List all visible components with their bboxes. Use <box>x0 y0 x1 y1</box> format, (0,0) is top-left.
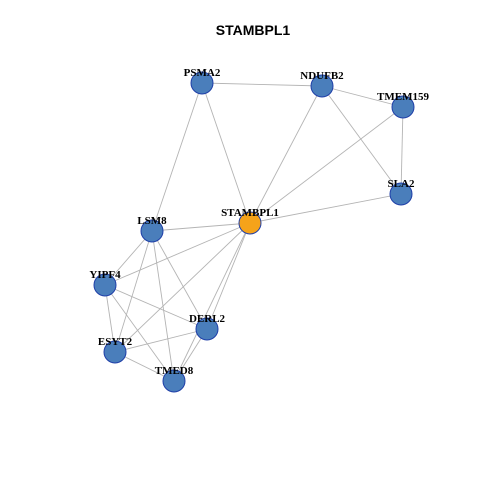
node-label-stambpl1: STAMBPL1 <box>221 207 279 219</box>
edge-yipf4-tmed8 <box>104 284 175 382</box>
node-psma2[interactable] <box>190 71 214 95</box>
node-derl2[interactable] <box>195 317 219 341</box>
node-ndufb2[interactable] <box>310 74 334 98</box>
edge-lsm8-yipf4 <box>104 230 153 286</box>
edge-stambpl1-derl2 <box>206 222 251 330</box>
edge-stambpl1-yipf4 <box>104 222 251 286</box>
edge-tmem159-sla2 <box>400 106 404 195</box>
node-label-sla2: SLA2 <box>388 178 415 190</box>
node-label-tmed8: TMED8 <box>155 365 194 377</box>
node-label-psma2: PSMA2 <box>184 67 221 79</box>
node-lsm8[interactable] <box>140 219 164 243</box>
node-yipf4[interactable] <box>93 273 117 297</box>
node-sla2[interactable] <box>389 182 413 206</box>
edge-lsm8-stambpl1 <box>151 222 251 232</box>
node-tmed8[interactable] <box>162 369 186 393</box>
labels-layer: STAMBPL1 PSMA2 NDUFB2TMEM159SLA2LSM8YIPF4D… <box>89 67 429 377</box>
node-label-esyt2: ESYT2 <box>98 336 133 348</box>
edge-stambpl1-tmed8 <box>173 222 251 382</box>
edge-ndufb2-tmem159 <box>321 85 404 108</box>
node-label-tmem159: TMEM159 <box>377 91 429 103</box>
node-label-ndufb2: NDUFB2 <box>300 70 344 82</box>
edge-psma2-lsm8 <box>151 82 203 232</box>
edge-ndufb2-stambpl1 <box>249 85 323 224</box>
node-label-lsm8: LSM8 <box>137 215 167 227</box>
edge-derl2-esyt2 <box>114 328 208 353</box>
edge-yipf4-derl2 <box>104 284 208 330</box>
node-tmem159[interactable] <box>391 95 415 119</box>
diagram-title: STAMBPL1 <box>216 22 291 38</box>
edge-lsm8-derl2 <box>151 230 208 330</box>
node-label-derl2: DERL2 <box>189 313 226 325</box>
nodes-layer <box>93 71 415 393</box>
node-esyt2[interactable] <box>103 340 127 364</box>
edge-sla2-stambpl1 <box>249 193 402 224</box>
edge-tmem159-stambpl1 <box>249 106 404 224</box>
node-stambpl1[interactable] <box>238 211 262 235</box>
node-label-yipf4: YIPF4 <box>89 269 121 281</box>
edge-lsm8-esyt2 <box>114 230 153 353</box>
edge-psma2-ndufb2 <box>201 82 323 87</box>
edge-psma2-stambpl1 <box>201 82 251 224</box>
edge-ndufb2-sla2 <box>321 85 402 195</box>
